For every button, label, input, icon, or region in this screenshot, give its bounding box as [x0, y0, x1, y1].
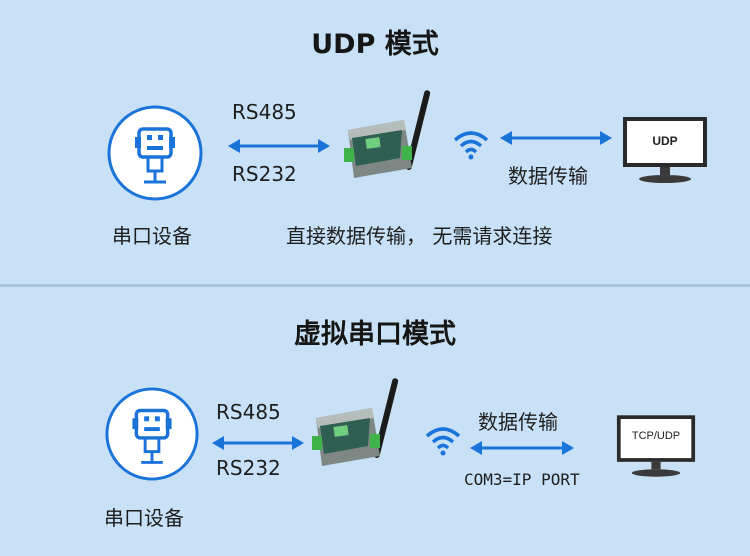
serial-port-icon	[105, 387, 199, 481]
udp-mode-panel: UDP 模式 串口设备 RS485 RS232	[107, 29, 708, 248]
monitor-icon: TCP/UDP	[616, 414, 696, 478]
section-divider	[0, 284, 750, 287]
data-transfer-label: 数据传输	[478, 410, 558, 434]
double-arrow-icon	[470, 441, 574, 455]
rs232-label: RS232	[232, 162, 297, 186]
monitor-text: UDP	[652, 134, 678, 148]
rs485-label: RS485	[216, 400, 281, 424]
udp-mode-title: UDP 模式	[311, 29, 439, 60]
double-arrow-icon	[212, 436, 304, 450]
serial-device-label: 串口设备	[104, 506, 184, 530]
description-label: 直接数据传输， 无需请求连接	[286, 224, 553, 248]
router-icon	[344, 90, 431, 178]
serial-port-icon	[107, 105, 203, 201]
monitor-text: TCP/UDP	[631, 430, 681, 442]
serial-device-label: 串口设备	[112, 224, 192, 248]
double-arrow-icon	[500, 131, 612, 145]
port-mapping-label: COM3=IP PORT	[464, 470, 580, 489]
monitor-icon: UDP	[622, 116, 708, 184]
data-transfer-label: 数据传输	[508, 164, 588, 188]
rs485-label: RS485	[232, 100, 297, 124]
router-icon	[312, 378, 399, 466]
wifi-icon	[425, 427, 461, 456]
virtual-serial-mode-title: 虚拟串口模式	[294, 319, 456, 350]
rs232-label: RS232	[216, 456, 281, 480]
virtual-serial-mode-panel: 虚拟串口模式 串口设备 RS485 RS232 数据传输	[0, 288, 750, 556]
wifi-icon	[453, 131, 489, 160]
double-arrow-icon	[228, 139, 330, 153]
